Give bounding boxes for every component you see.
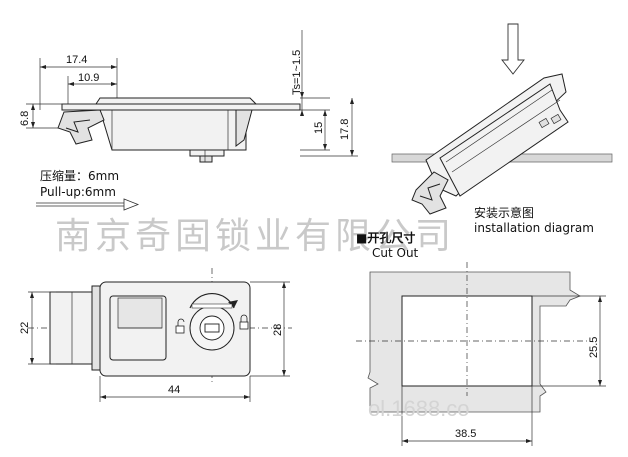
cutout-label-cn: ■开孔尺寸 <box>356 230 415 245</box>
dim-22: 22 <box>19 322 31 334</box>
dim-ts: Ts=1~1.5 <box>291 50 303 95</box>
installation-label-en: installation diagram <box>474 221 594 235</box>
watermark-company: 南京奇固锁业有限公司 <box>55 216 455 257</box>
installation-label-cn: 安装示意图 <box>474 205 534 220</box>
dim-44: 44 <box>168 384 180 396</box>
unlock-icon <box>175 318 185 334</box>
cutout-label-en: Cut Out <box>372 246 419 260</box>
pull-note: 压缩量：6mm Pull-up:6mm <box>36 168 140 211</box>
dim-10-9: 10.9 <box>78 72 99 84</box>
installation-view: 安装示意图 installation diagram <box>391 23 613 235</box>
pullup-label: Pull-up:6mm <box>40 185 116 199</box>
arrow-down-icon <box>501 23 525 75</box>
dim-17-4: 17.4 <box>66 54 87 66</box>
watermark-site: ol.1688.co <box>368 396 470 421</box>
dim-28: 28 <box>272 324 284 336</box>
dim-25-5: 25.5 <box>588 337 600 358</box>
dim-38-5: 38.5 <box>455 428 476 440</box>
compress-label: 压缩量：6mm <box>40 168 119 183</box>
arrow-right-icon <box>123 198 140 211</box>
side-view: 17.4 10.9 6.8 <box>19 30 358 163</box>
dim-15: 15 <box>313 122 325 134</box>
cutout-view: ■开孔尺寸 Cut Out 25.5 38.5 <box>356 230 606 446</box>
lock-icon <box>239 314 249 330</box>
dim-6-8: 6.8 <box>19 111 31 126</box>
dim-17-8: 17.8 <box>339 119 351 140</box>
front-view: 22 28 44 <box>19 268 292 402</box>
clip-tab <box>49 291 97 365</box>
